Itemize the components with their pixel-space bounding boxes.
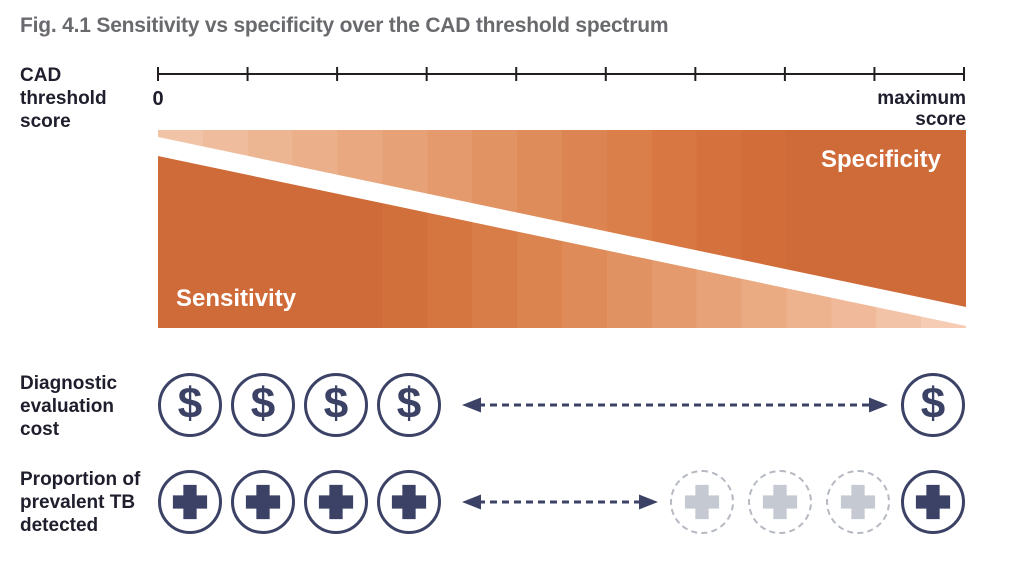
axis-min-label: 0: [152, 88, 164, 110]
cross-glyph: [915, 484, 951, 520]
proportion-tb-detected-label: Proportion of prevalent TB detected: [20, 469, 141, 536]
specificity-label: Specificity: [820, 146, 941, 173]
medical-cross-icon: [901, 470, 965, 534]
dollar-icon: $: [304, 373, 368, 437]
diagnostic-evaluation-cost-label: Diagnostic evaluation cost: [20, 373, 118, 440]
figure-title: Fig. 4.1 Sensitivity vs specificity over…: [20, 14, 669, 37]
dollar-glyph: $: [920, 379, 946, 428]
detection-tradeoff-arrow: [462, 494, 658, 510]
cross-glyph: [172, 484, 208, 520]
dollar-icon: $: [158, 373, 222, 437]
sensitivity-label: Sensitivity: [176, 285, 297, 312]
threshold-axis: [157, 67, 965, 81]
medical-cross-icon: [231, 470, 295, 534]
dollar-glyph: $: [177, 379, 203, 428]
medical-cross-icon: [158, 470, 222, 534]
dollar-glyph: $: [323, 379, 349, 428]
sensitivity-wedge: [158, 156, 966, 328]
cross-glyph: [840, 484, 876, 520]
axis-max-label: maximum score: [877, 88, 966, 130]
sensitivity-specificity-wedges: [158, 130, 966, 328]
dollar-icon: $: [377, 373, 441, 437]
specificity-wedge: [158, 130, 966, 307]
faded-medical-cross-icon: [670, 470, 734, 534]
dollar-glyph: $: [396, 379, 422, 428]
cross-glyph: [391, 484, 427, 520]
dollar-icon: $: [231, 373, 295, 437]
cross-glyph: [762, 484, 798, 520]
dollar-icon: $: [901, 373, 965, 437]
cross-glyph: [684, 484, 720, 520]
cost-tradeoff-arrow: [462, 397, 888, 413]
medical-cross-icon: [377, 470, 441, 534]
cross-glyph: [245, 484, 281, 520]
medical-cross-icon: [304, 470, 368, 534]
dollar-glyph: $: [250, 379, 276, 428]
cross-glyph: [318, 484, 354, 520]
cad-threshold-score-label: CAD threshold score: [20, 65, 107, 132]
faded-medical-cross-icon: [748, 470, 812, 534]
faded-medical-cross-icon: [826, 470, 890, 534]
